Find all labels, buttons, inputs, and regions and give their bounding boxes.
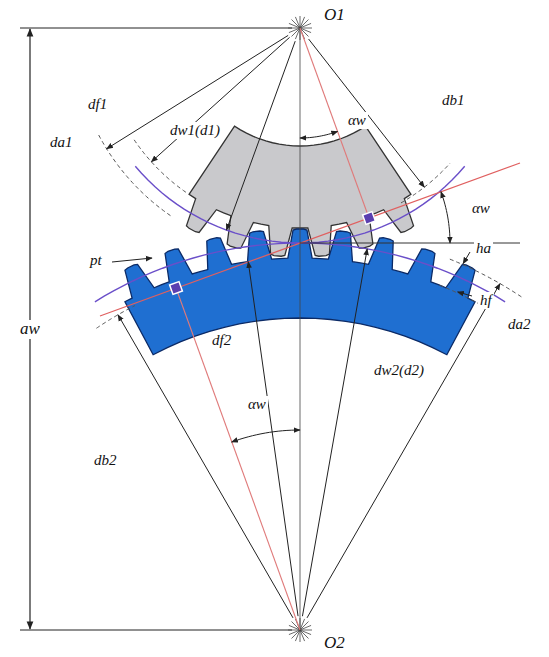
dimension-label: df1 (86, 96, 109, 113)
diameter-leader (151, 37, 289, 161)
diameter-leader (307, 284, 500, 618)
tangent-point (363, 212, 376, 225)
dimension-label: db1 (440, 92, 467, 109)
dimension-label: αw (246, 396, 268, 413)
dimension-label: da1 (48, 134, 75, 151)
gear-circle (134, 140, 188, 194)
center-line (300, 28, 301, 630)
dedendum-leader (458, 292, 472, 296)
base-radius (300, 28, 369, 218)
dimension-label: db2 (92, 452, 119, 469)
angle-arc (300, 131, 338, 138)
dimension-label: da2 (506, 316, 533, 333)
dimension-label: ha (474, 240, 493, 257)
dimension-label: df2 (210, 332, 233, 349)
diameter-leader (248, 262, 298, 617)
pitch-leader (112, 258, 152, 262)
dimension-label: hf (478, 292, 494, 309)
dimension-label: pt (88, 252, 104, 269)
dimension-label: O1 (322, 6, 347, 25)
tangent-point (170, 282, 183, 295)
diameter-leader (226, 41, 295, 230)
angle-arc (441, 192, 450, 243)
gear-circle (96, 306, 134, 329)
angle-arc (232, 430, 300, 442)
base-radius (176, 288, 300, 630)
line-of-action (100, 163, 520, 316)
diameter-leader (107, 35, 288, 148)
addendum-leader (463, 252, 470, 264)
dimension-label: O2 (322, 634, 347, 653)
dimension-label: dw1(d1) (168, 122, 222, 139)
dimension-label: dw2(d2) (372, 362, 426, 379)
dimension-label: αw (470, 200, 492, 217)
dimension-label: αw (346, 112, 368, 129)
diameter-leader (118, 315, 293, 618)
diameter-leader (309, 39, 425, 187)
dimension-label: aw (18, 320, 42, 339)
diameter-leader (302, 249, 367, 616)
